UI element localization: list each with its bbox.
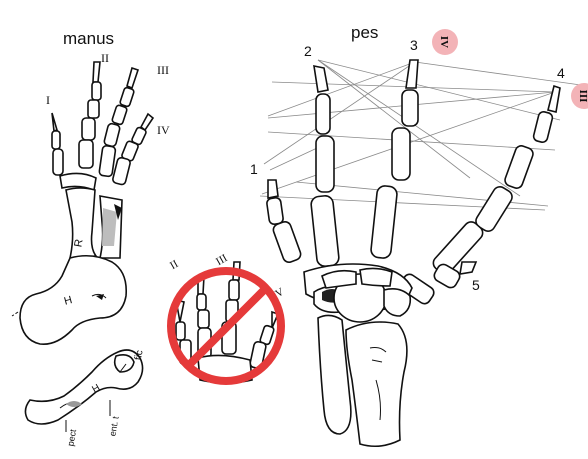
prohibited-label-III: III xyxy=(214,252,230,268)
prohibition-icon xyxy=(167,267,285,385)
manus-forearm: R xyxy=(65,187,123,259)
prohibited-manus-group: II III IV I xyxy=(167,252,286,385)
annotation-fic: fic xyxy=(133,349,146,361)
manus-title: manus xyxy=(63,29,114,48)
badge-IV: IV xyxy=(432,29,458,55)
pes-label-4: 4 xyxy=(557,65,565,81)
pes-group: pes xyxy=(250,23,588,448)
humerus-lower-label: H xyxy=(90,382,102,395)
manus-humerus: H xyxy=(11,254,128,346)
manus-label-II: II xyxy=(101,51,109,65)
manus-label-III: III xyxy=(157,63,169,77)
humerus-label: H xyxy=(63,294,74,308)
manus-digit-1 xyxy=(51,112,64,176)
manus-label-IV: IV xyxy=(157,123,170,137)
manus-digit-3 xyxy=(98,66,140,178)
radius-label: R xyxy=(72,238,85,248)
pes-digit-5 xyxy=(399,261,478,305)
prohibited-label-II: II xyxy=(168,258,181,272)
manus-digit-2 xyxy=(78,61,102,169)
svg-text:IV: IV xyxy=(438,36,450,48)
pes-digit-3 xyxy=(370,59,419,259)
pes-label-5: 5 xyxy=(472,277,480,293)
pes-label-3: 3 xyxy=(410,37,418,53)
pes-label-1: 1 xyxy=(250,161,258,177)
pes-digit-4 xyxy=(432,84,561,275)
pes-digit-1 xyxy=(266,179,302,263)
manus-group: manus xyxy=(11,29,170,447)
pes-digit-2 xyxy=(310,64,340,267)
manus-humerus-lower: H fic ent. t pect xyxy=(24,349,146,447)
manus-digit-4 xyxy=(112,112,155,186)
badge-III: III xyxy=(571,83,588,109)
svg-text:III: III xyxy=(577,90,588,103)
pes-label-2: 2 xyxy=(304,43,312,59)
pes-lower-leg xyxy=(317,314,408,448)
pes-title: pes xyxy=(351,23,378,42)
manus-label-I: I xyxy=(46,93,50,107)
annotation-ent-t: ent. t xyxy=(107,415,120,437)
annotation-pect: pect xyxy=(65,428,78,447)
pes-tarsals xyxy=(303,263,413,323)
